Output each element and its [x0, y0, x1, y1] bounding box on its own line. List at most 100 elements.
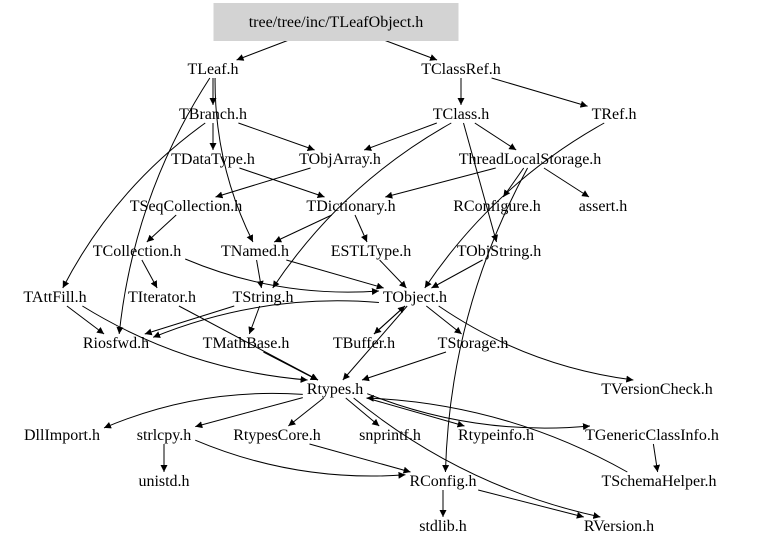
edge-tgeneric-class-info-to-tschema-helper [652, 443, 661, 473]
edge-tobject-to-tversion-check [438, 305, 634, 383]
node-assert: assert.h [579, 198, 627, 215]
node-label: TSchemaHelper.h [601, 473, 716, 490]
edge-tatt-fill-to-rtypes [82, 305, 308, 383]
node-tobj-array: TObjArray.h [299, 151, 381, 168]
node-label: TBuffer.h [333, 335, 395, 352]
node-label: TAttFill.h [23, 289, 86, 306]
edge-tcollection-to-tobject [185, 258, 379, 296]
node-label: TCollection.h [93, 243, 181, 260]
dependency-edges [62, 40, 661, 519]
node-dll-import: DllImport.h [24, 427, 100, 444]
edge-thread-local-storage-to-assert [543, 167, 590, 198]
edge-tstorage-to-rtypes [361, 351, 447, 382]
node-tbuffer: TBuffer.h [333, 335, 395, 352]
edge-rtypes-to-strlcpy [195, 397, 303, 429]
edge-rtypes-core-to-rconfig [309, 443, 411, 474]
node-rtypeinfo: Rtypeinfo.h [458, 427, 534, 444]
edge-thread-local-storage-to-rconfig [442, 167, 529, 473]
node-tstring: TString.h [233, 289, 294, 306]
edge-tclass-ref-to-tref [491, 77, 588, 108]
node-label: Rtypeinfo.h [458, 427, 534, 444]
node-tschema-helper: TSchemaHelper.h [601, 473, 716, 490]
node-label: TDataType.h [171, 151, 255, 168]
edge-rconfig-to-rversion [478, 489, 584, 519]
edge-thread-local-storage-to-rconfigure [502, 167, 525, 198]
edge-rtypes-to-rtypes-core [288, 397, 324, 427]
node-label: TNamed.h [221, 243, 289, 260]
node-rconfigure: RConfigure.h [453, 198, 541, 215]
edge-rtypes-to-dll-import [103, 392, 303, 429]
node-titerator: TIterator.h [128, 289, 196, 306]
node-label: TVersionCheck.h [601, 381, 713, 398]
node-label: Rtypes.h [307, 381, 363, 398]
node-label: RtypesCore.h [233, 427, 321, 444]
node-estltype: ESTLType.h [331, 243, 412, 260]
node-label: TDictionary.h [306, 198, 395, 215]
node-label: TClass.h [433, 106, 489, 123]
node-tclass: TClass.h [433, 106, 489, 123]
node-label: strlcpy.h [137, 427, 192, 444]
node-tatt-fill: TAttFill.h [23, 289, 86, 306]
node-label: TIterator.h [128, 289, 196, 306]
node-tdata-type: TDataType.h [171, 151, 255, 168]
node-label: TObjString.h [457, 243, 542, 260]
node-tleaf: TLeaf.h [187, 61, 238, 78]
node-tdictionary: TDictionary.h [306, 198, 395, 215]
edge-tobject-to-riosfwd [152, 300, 379, 338]
node-rtypes: Rtypes.h [307, 381, 363, 398]
node-tobject: TObject.h [383, 289, 447, 306]
edge-tdictionary-to-tnamed [273, 214, 333, 243]
node-label: Riosfwd.h [83, 335, 149, 352]
node-rconfig: RConfig.h [409, 473, 476, 490]
node-label: assert.h [579, 198, 627, 215]
node-label: TObjArray.h [299, 151, 381, 168]
edge-tclass-to-thread-local-storage [474, 122, 517, 151]
node-label: ESTLType.h [331, 243, 412, 260]
edge-tnamed-to-tstring [256, 259, 264, 289]
edge-tclass-to-tobj-string [463, 122, 499, 243]
edge-tclass-to-tobj-array [364, 122, 437, 151]
node-rversion: RVersion.h [584, 518, 654, 535]
node-tgeneric-class-info: TGenericClassInfo.h [585, 427, 719, 444]
edge-tstring-to-tmath-base [248, 305, 261, 335]
edge-tmath-base-to-rtypes [263, 351, 318, 381]
edge-rtypes-to-rversion [353, 397, 601, 519]
node-tobj-string: TObjString.h [457, 243, 542, 260]
node-rtypes-core: RtypesCore.h [233, 427, 321, 444]
edge-tstring-to-riosfwd [144, 305, 235, 336]
edge-tbranch-to-tobj-array [238, 122, 315, 151]
edge-tleaf-to-tnamed [214, 77, 254, 243]
edge-titerator-to-rtypes [178, 305, 319, 381]
node-label: TLeaf.h [187, 61, 238, 78]
node-riosfwd: Riosfwd.h [83, 335, 149, 352]
node-tcollection: TCollection.h [93, 243, 181, 260]
edge-rtypes-to-snprintf [345, 397, 380, 427]
edge-tbranch-to-tatt-fill [62, 122, 206, 289]
node-tstorage: TStorage.h [438, 335, 509, 352]
root-file-node: tree/tree/inc/TLeafObject.h [213, 3, 459, 41]
edge-tobject-to-rtypes [342, 305, 408, 381]
node-tbranch: TBranch.h [179, 106, 247, 123]
edge-tobject-to-tstorage [426, 305, 462, 335]
node-label: RVersion.h [584, 518, 654, 535]
edge-estltype-to-tobject [379, 259, 407, 289]
root-node-box [213, 3, 459, 41]
node-label: TRef.h [592, 106, 637, 123]
node-label: TStorage.h [438, 335, 509, 352]
edge-rtypes-to-tgeneric-class-info [367, 393, 591, 431]
edge-tdata-type-to-tdictionary [239, 167, 325, 199]
node-label: RConfigure.h [453, 198, 541, 215]
node-unistd: unistd.h [138, 473, 189, 490]
node-label: stdlib.h [419, 518, 467, 535]
node-tclass-ref: TClassRef.h [421, 61, 501, 78]
node-label: TClassRef.h [421, 61, 501, 78]
node-label: TGenericClassInfo.h [585, 427, 719, 444]
edge-thread-local-storage-to-tdictionary [385, 167, 496, 199]
edge-strlcpy-to-rconfig [195, 439, 406, 479]
node-label: TMathBase.h [203, 335, 290, 352]
node-tref: TRef.h [592, 106, 637, 123]
node-label: TBranch.h [179, 106, 247, 123]
node-label: TObject.h [383, 289, 447, 306]
